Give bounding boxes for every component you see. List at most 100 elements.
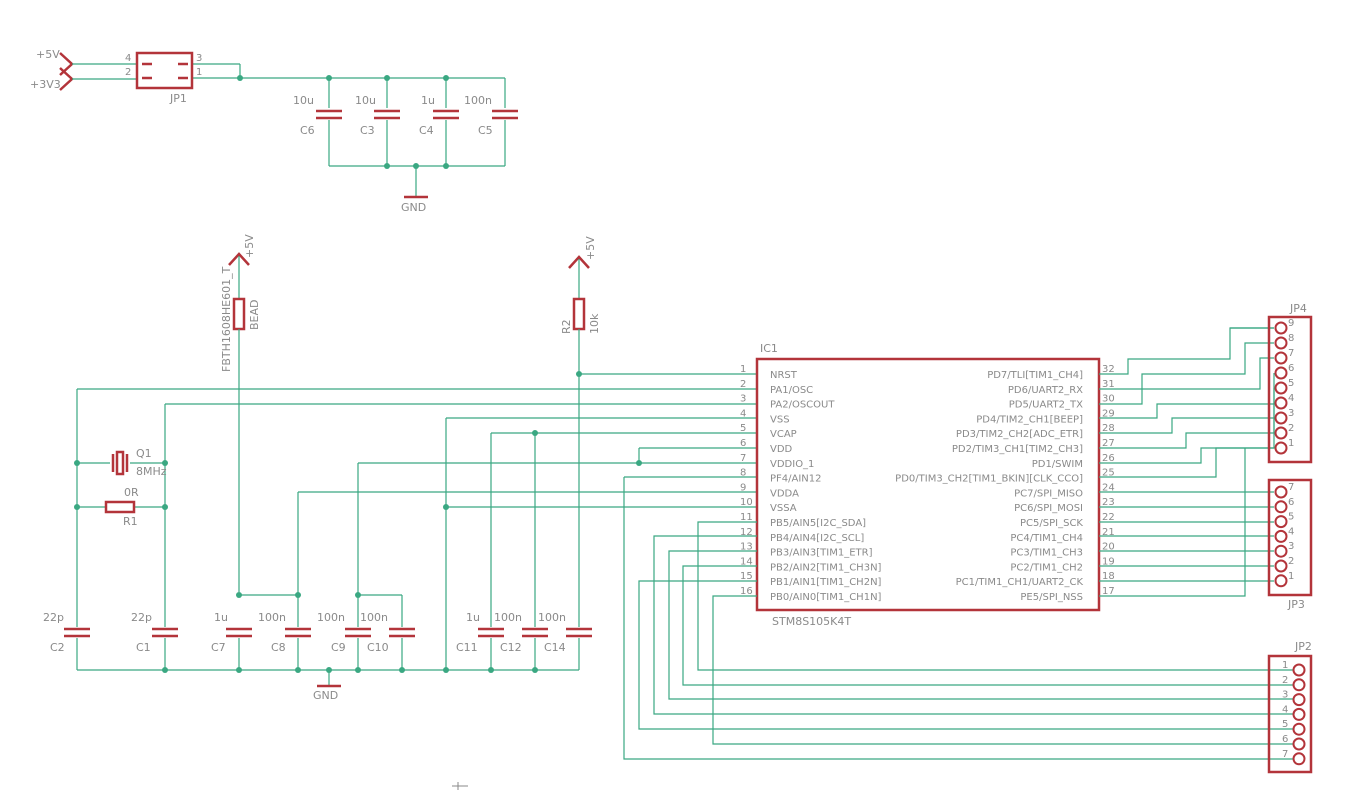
- ic-pin-number: 20: [1102, 542, 1115, 553]
- header-pin: [1274, 321, 1288, 335]
- supply-3v3-arrow: [59, 67, 74, 91]
- capacitor-value: 1u: [421, 94, 435, 107]
- header-pin: [1274, 441, 1288, 455]
- resistor-r1: 0R R1: [104, 486, 139, 528]
- ic-pin-label: VDDIO_1: [770, 459, 814, 470]
- ic-pin-number: 14: [740, 556, 753, 567]
- capacitor-name: C2: [50, 641, 65, 654]
- ic-pin-label: PD2/TIM3_CH1[TIM2_CH3]: [952, 444, 1083, 455]
- ic-pin-label: PC2/TIM1_CH2: [1010, 562, 1083, 573]
- jp1-pin: 4: [125, 53, 131, 64]
- capacitor-name: C14: [544, 641, 566, 654]
- header-pin: [1292, 693, 1306, 707]
- ic-pin-number: 8: [740, 468, 746, 479]
- header-pin: [1274, 500, 1288, 514]
- ground-symbol-bottom: GND: [313, 670, 341, 702]
- header-pin: [1274, 396, 1288, 410]
- header-pin-number: 7: [1282, 749, 1288, 760]
- header-pin: [1274, 426, 1288, 440]
- ic-pin-label: PA2/OSCOUT: [770, 400, 835, 411]
- header-pin-number: 1: [1288, 438, 1294, 449]
- header-pin-number: 8: [1288, 333, 1294, 344]
- header-wiring: [623, 327, 1294, 760]
- ic-pin-label: PD6/UART2_RX: [1008, 385, 1083, 396]
- header-pin: [1292, 707, 1306, 721]
- ic-pin-number: 19: [1102, 556, 1115, 567]
- header-pin: [1274, 515, 1288, 529]
- ic-pin-number: 16: [740, 586, 753, 597]
- ic-pin-label: VSS: [770, 414, 790, 425]
- ground-symbol-top: GND: [401, 166, 428, 214]
- capacitor-name: C4: [419, 124, 434, 137]
- header-pin-number: 5: [1288, 378, 1294, 389]
- ic-pin-label: PD7/TLI[TIM1_CH4]: [987, 370, 1083, 381]
- jumper-jp1: 4 3 2 1 JP1: [125, 51, 202, 105]
- ic-pin-label: PD0/TIM3_CH2[TIM1_BKIN][CLK_CCO]: [895, 474, 1083, 485]
- capacitor-value: 1u: [214, 611, 228, 624]
- capacitor-name: C3: [360, 124, 375, 137]
- capacitor-c6: 10u C6: [293, 94, 342, 137]
- header-pin: [1292, 663, 1306, 677]
- header-pin-number: 2: [1288, 556, 1294, 567]
- crystal-name: Q1: [136, 447, 152, 460]
- crosshair-icon: [452, 782, 468, 790]
- capacitor-value: 100n: [258, 611, 286, 624]
- header-pin: [1274, 411, 1288, 425]
- capacitor-value: 100n: [317, 611, 345, 624]
- header-pin-number: 6: [1288, 497, 1294, 508]
- header-pin-number: 2: [1282, 675, 1288, 686]
- header-pin: [1292, 722, 1306, 736]
- capacitor-name: C11: [456, 641, 478, 654]
- ic-pin-number: 13: [740, 542, 753, 553]
- ic-pin-label: PB5/AIN5[I2C_SDA]: [770, 518, 866, 529]
- supply-5v-label: +5V: [36, 48, 60, 61]
- ic-pin-number: 22: [1102, 512, 1115, 523]
- header-pin: [1274, 336, 1288, 350]
- ic-pin-number: 18: [1102, 571, 1115, 582]
- crystal-value: 8MHz: [136, 465, 167, 478]
- supply-3v3-label: +3V3: [30, 78, 61, 91]
- ic-pin-label: PB3/AIN3[TIM1_ETR]: [770, 548, 873, 559]
- capacitor-value: 100n: [464, 94, 492, 107]
- header-pin: [1274, 351, 1288, 365]
- header-pin: [1274, 381, 1288, 395]
- ic-pin-label: PD4/TIM2_CH1[BEEP]: [976, 414, 1083, 425]
- header-pin-number: 9: [1288, 318, 1294, 329]
- ic-pin-label: PF4/AIN12: [770, 474, 822, 485]
- capacitor-c5: 100n C5: [464, 94, 518, 137]
- ic-pin-label: NRST: [770, 370, 798, 381]
- ic-pin-number: 26: [1102, 453, 1115, 464]
- capacitor-c11: 1u C11: [456, 611, 504, 654]
- header-pin-number: 4: [1282, 704, 1288, 715]
- r2-value: 10k: [588, 313, 601, 334]
- ic-pin-number: 11: [740, 512, 753, 523]
- ic-pin-label: PC3/TIM1_CH3: [1010, 548, 1083, 559]
- ic-pin-label: VCAP: [770, 429, 797, 440]
- ic-pin-number: 28: [1102, 423, 1115, 434]
- capacitor-value: 22p: [131, 611, 152, 624]
- bottom-capacitors: 22p C2 22p C1 1u C7 100n: [43, 611, 592, 673]
- capacitor-name: C12: [500, 641, 522, 654]
- jp1-pin: 3: [196, 53, 202, 64]
- capacitor-name: C7: [211, 641, 226, 654]
- capacitor-name: C9: [331, 641, 346, 654]
- ic-pin-label: PC7/SPI_MISO: [1014, 488, 1083, 499]
- capacitor-c14: 100n C14: [538, 611, 592, 654]
- header-pin-number: 5: [1288, 512, 1294, 523]
- header-pin-number: 3: [1288, 408, 1294, 419]
- header-pin: [1274, 529, 1288, 543]
- ic-pin-label: PD5/UART2_TX: [1009, 400, 1083, 411]
- header-pin-number: 6: [1282, 734, 1288, 745]
- bead-name: FBTH1608HE601_T: [220, 266, 233, 372]
- capacitor-value: 100n: [494, 611, 522, 624]
- jp1-label: JP1: [169, 92, 187, 105]
- capacitor-c1: 22p C1: [131, 611, 178, 654]
- ic-pin-label: VDD: [770, 444, 793, 455]
- ic-pin-number: 2: [740, 379, 746, 390]
- ic-pin-label: PB1/AIN1[TIM1_CH2N]: [770, 577, 882, 588]
- ic-pin-number: 30: [1102, 394, 1115, 405]
- ic-name: IC1: [760, 342, 778, 355]
